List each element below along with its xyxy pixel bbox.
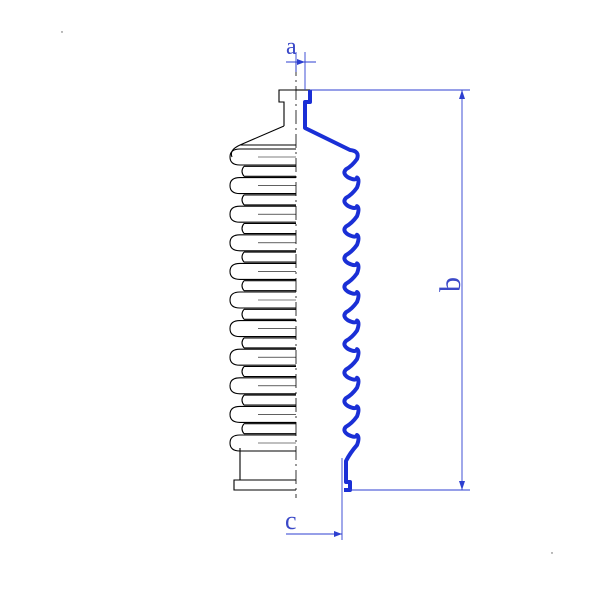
dim-b-arrow-bottom <box>459 481 465 490</box>
dim-b-arrow-top <box>459 90 465 99</box>
convolution-ring <box>229 291 296 309</box>
convolution-ring <box>229 434 296 452</box>
convolution-valley <box>241 222 296 235</box>
convolution-ring <box>229 234 296 252</box>
convolution-valley <box>241 337 296 349</box>
convolution-ring <box>229 320 296 338</box>
convolution-ring <box>229 205 296 223</box>
cone-left <box>230 125 285 158</box>
convolution-valley <box>241 394 296 406</box>
dim-b-label: b <box>434 277 467 292</box>
convolution-valley <box>241 423 296 435</box>
speck-top-left <box>61 31 63 33</box>
convolution-ring <box>229 177 296 195</box>
convolution-valley <box>241 251 296 263</box>
dim-a-label: a <box>286 34 297 60</box>
dim-c-label: c <box>285 506 297 535</box>
convolution-ring <box>229 348 296 366</box>
speck-bottom-right <box>551 552 553 554</box>
dim-c-arrow <box>334 531 342 537</box>
dimension-lines <box>286 52 470 540</box>
bellows-left-outline <box>230 89 310 491</box>
convolution-valley <box>241 165 296 177</box>
dimension-arrows <box>297 59 465 537</box>
convolution-ring <box>229 405 296 423</box>
bellows-convolutions <box>229 148 296 452</box>
top-neck <box>278 89 296 126</box>
convolution-ring <box>229 262 296 280</box>
convolution-valley <box>241 365 296 378</box>
convolution-valley <box>241 280 296 292</box>
dim-a-arrow <box>297 59 305 65</box>
convolution-ring <box>229 377 296 395</box>
right-profile-highlight <box>303 90 361 492</box>
convolution-ring <box>229 148 296 166</box>
bottom-collar <box>233 448 296 491</box>
convolution-valley <box>241 308 296 320</box>
convolution-valley <box>241 194 296 206</box>
